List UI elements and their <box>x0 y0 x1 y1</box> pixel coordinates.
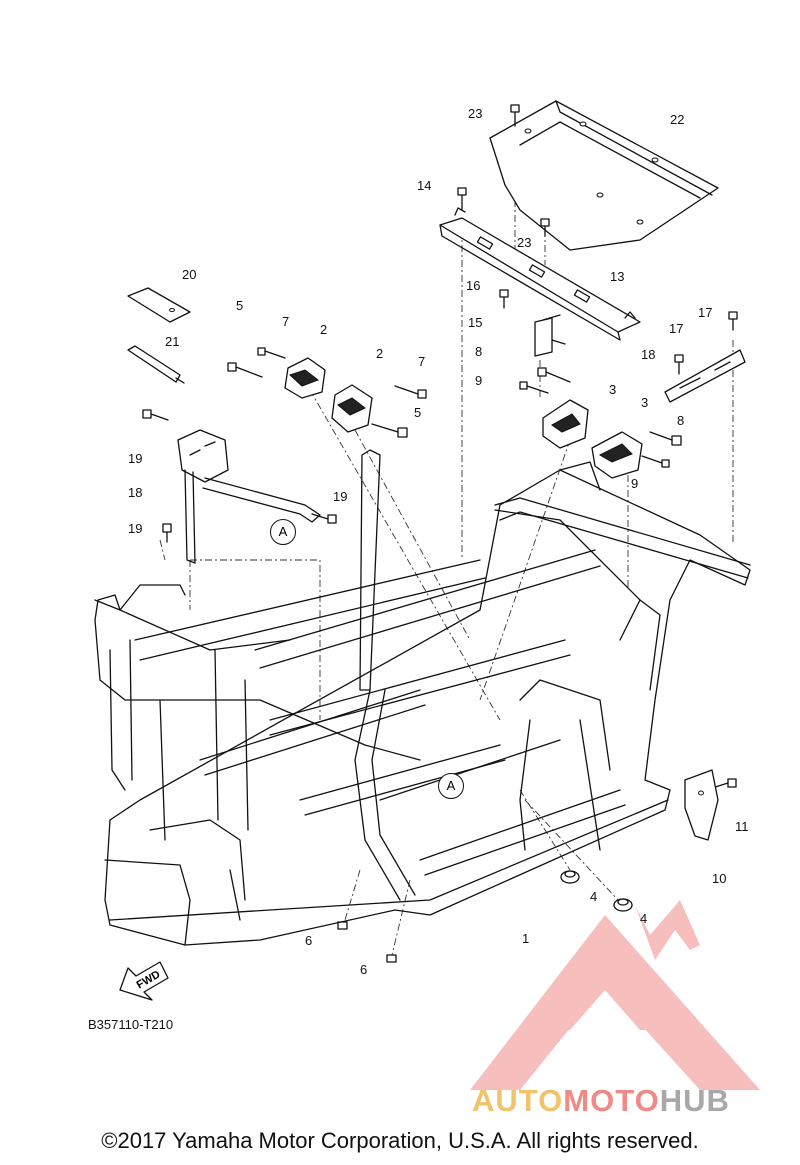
watermark-word-auto: AUTO <box>472 1083 564 1118</box>
watermark-wordmark: AUTOMOTOHUB <box>472 1083 730 1119</box>
bracket-14 <box>534 314 566 357</box>
callout-8a: 8 <box>475 344 483 359</box>
pin-21 <box>127 345 185 384</box>
engine-mount-3a <box>542 399 589 449</box>
grommets-4 <box>560 870 633 912</box>
copyright-notice: ©2017 Yamaha Motor Corporation, U.S.A. A… <box>101 1128 699 1153</box>
skid-plate-22 <box>489 100 719 251</box>
callout-6a: 6 <box>305 933 313 948</box>
callout-3a: 3 <box>609 382 617 397</box>
plate-20 <box>127 287 191 323</box>
callout-4a: 4 <box>590 889 598 904</box>
engine-mount-2b <box>331 384 373 433</box>
callout-12: 13 <box>610 269 625 284</box>
callout-1: 1 <box>522 931 530 946</box>
bracket-18 <box>177 429 321 564</box>
callout-7a: 7 <box>282 314 290 329</box>
callout-21: 21 <box>165 334 180 349</box>
callout-5b: 5 <box>414 405 422 420</box>
crossmember-12 <box>439 207 641 341</box>
callout-5a: 5 <box>236 298 244 313</box>
clips-6 <box>337 921 397 963</box>
fwd-arrow-icon <box>119 961 169 1001</box>
callout-8b: 8 <box>677 413 685 428</box>
callout-11: 11 <box>735 819 749 834</box>
plate-10 <box>684 769 719 841</box>
callout-19c: 19 <box>128 521 143 536</box>
callout-4b: 4 <box>640 911 648 926</box>
callout-9b: 9 <box>631 476 639 491</box>
callout-15: 16 <box>466 278 481 293</box>
callout-2b: 2 <box>376 346 384 361</box>
callout-23a: 23 <box>468 106 483 121</box>
callout-3b: 3 <box>641 395 649 410</box>
watermark-logo-mark <box>470 900 760 1090</box>
reference-mark-a1: A <box>270 519 296 545</box>
bracket-16 <box>664 349 746 403</box>
callout-9a: 9 <box>475 373 483 388</box>
callout-2a: 2 <box>320 322 328 337</box>
callout-7b: 7 <box>418 354 426 369</box>
callout-19b: 19 <box>333 489 348 504</box>
callout-17a: 17 <box>698 305 713 320</box>
callout-14: 15 <box>468 315 483 330</box>
watermark-word-moto: MOTO <box>563 1083 660 1118</box>
bolts <box>142 104 738 789</box>
main-frame-1 <box>94 449 751 946</box>
callout-16: 17 <box>669 321 684 336</box>
callout-18: 18 <box>128 485 143 500</box>
diagram-code: B357110-T210 <box>88 1017 174 1032</box>
callout-23b: 23 <box>517 235 532 250</box>
engine-mount-2a <box>284 357 326 399</box>
callout-13: 14 <box>417 178 432 193</box>
engine-mount-3b <box>591 431 643 479</box>
callout-6b: 6 <box>360 962 368 977</box>
callout-17b: 18 <box>641 347 656 362</box>
callout-20: 20 <box>182 267 197 282</box>
assembly-leader-lines <box>159 125 734 956</box>
watermark-word-hub: HUB <box>659 1083 730 1118</box>
callout-19a: 19 <box>128 451 143 466</box>
reference-mark-a2: A <box>438 773 464 799</box>
callout-22: 22 <box>670 112 685 127</box>
callout-10: 10 <box>712 871 727 886</box>
